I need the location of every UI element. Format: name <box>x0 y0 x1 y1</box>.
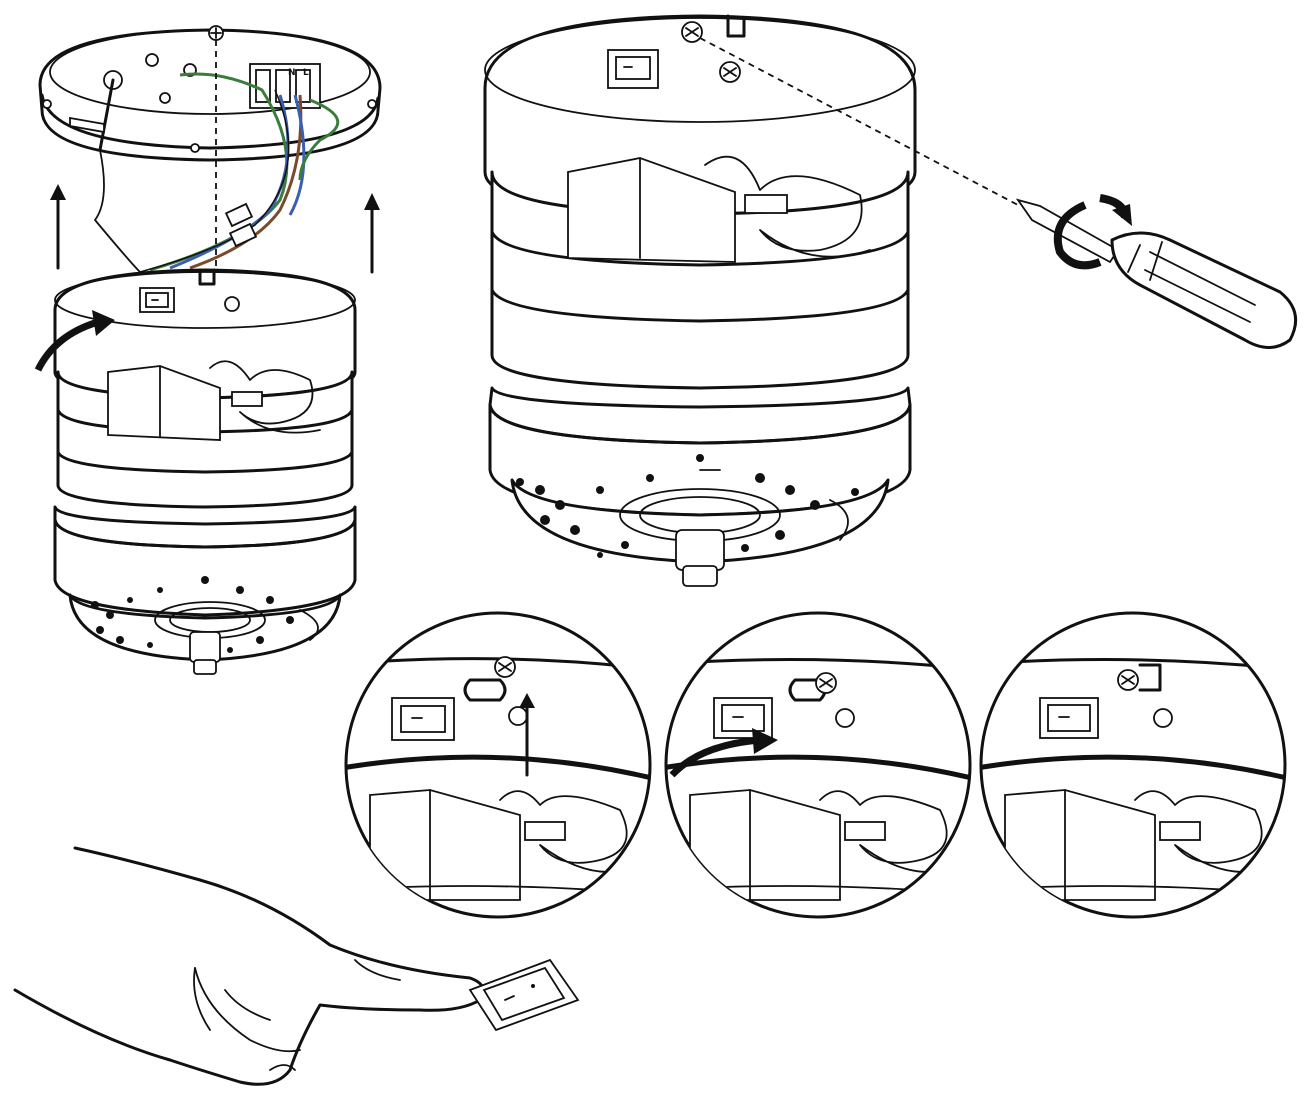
motor-housing-left <box>53 268 357 675</box>
up-arrow-icon <box>50 184 66 270</box>
up-arrow-icon <box>519 693 535 777</box>
terminal-label-l: L <box>303 68 309 78</box>
rocker-switch-icon <box>468 958 580 1032</box>
detail-circle-1 <box>344 611 652 919</box>
rotate-arrow-icon <box>669 728 778 778</box>
hand-icon <box>13 846 485 1086</box>
mounting-plate <box>38 25 382 162</box>
screw-icon <box>224 296 240 312</box>
wire-bundle <box>94 72 340 273</box>
screwdriver-guide <box>699 37 1019 206</box>
up-arrow-icon <box>364 193 380 274</box>
rocker-switch-icon <box>139 287 175 313</box>
rotate-arrow-icon <box>34 310 115 372</box>
motor-housing-right <box>483 14 917 587</box>
detail-circle-2 <box>664 611 972 919</box>
rocker-switch-icon <box>607 49 659 89</box>
rotate-arrow-icon <box>1053 194 1132 270</box>
terminal-label-n: N <box>288 68 296 78</box>
detail-circle-3 <box>979 611 1287 919</box>
screwdriver-icon <box>1015 198 1298 349</box>
